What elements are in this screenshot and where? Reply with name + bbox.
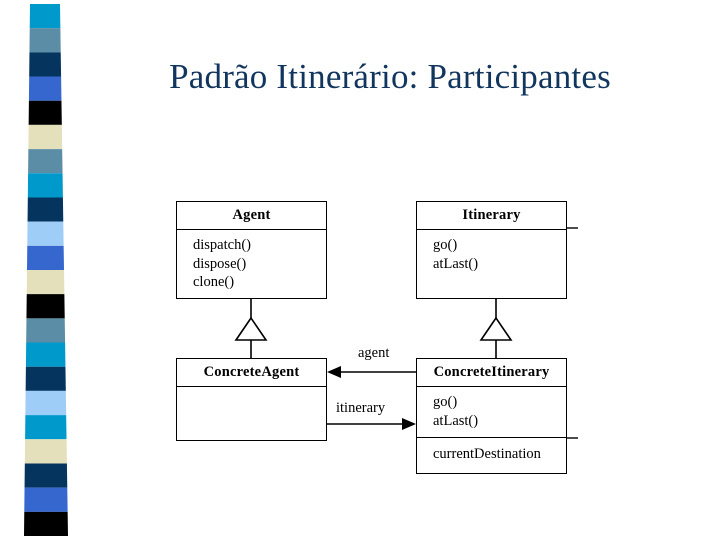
stripe-band (24, 511, 68, 536)
generalization-concreteitinerary-itinerary (479, 299, 513, 358)
uml-class-itinerary[interactable]: Itinerary go() atLast() (416, 201, 567, 299)
stripe-band (27, 245, 64, 270)
stripe-band (25, 415, 67, 440)
member-item: dispose() (193, 255, 247, 272)
class-name-agent: Agent (177, 202, 326, 229)
stripe-band (28, 149, 63, 174)
uml-class-agent[interactable]: Agent dispatch() dispose() clone() (176, 201, 327, 299)
stripe-band (25, 342, 66, 367)
class-members-concreteagent (177, 386, 326, 440)
page-title: Padrão Itinerário: Participantes (169, 57, 611, 96)
class-name-concreteitinerary: ConcreteItinerary (417, 359, 566, 386)
stripe-band (24, 439, 67, 464)
stripe-band (28, 76, 62, 101)
stripe-band (29, 4, 61, 29)
stripe-band (27, 197, 64, 222)
stripe-band (24, 463, 68, 488)
stripe-band (25, 390, 67, 416)
member-item: atLast() (433, 255, 479, 272)
association-label-itinerary: itinerary (336, 400, 386, 416)
uml-class-concreteitinerary[interactable]: ConcreteItinerary go() atLast() currentD… (416, 358, 567, 474)
generalization-concreteagent-agent (234, 299, 268, 358)
association-label-agent: agent (358, 345, 390, 361)
association-agent (327, 366, 416, 378)
member-item: atLast() (433, 412, 479, 429)
stripe-band (26, 294, 65, 319)
stripe-band (26, 270, 65, 295)
stripe-band (29, 28, 61, 53)
class-members-itinerary: go() atLast() (417, 229, 566, 298)
member-item: clone() (193, 274, 235, 290)
stripe-band (28, 100, 62, 125)
class-attribute-concreteitinerary: currentDestination (417, 437, 566, 472)
class-members-agent: dispatch() dispose() clone() (177, 229, 326, 298)
stripe-band (29, 52, 62, 77)
uml-class-concreteagent[interactable]: ConcreteAgent (176, 358, 327, 441)
class-members-concreteitinerary: go() atLast() (417, 386, 566, 437)
class-name-itinerary: Itinerary (417, 202, 566, 229)
association-itinerary (327, 418, 416, 430)
stripe-band (24, 487, 68, 512)
stripe-band (25, 366, 66, 391)
member-item: go() (433, 394, 458, 410)
left-color-stripe (24, 4, 68, 536)
stripe-band (26, 318, 66, 343)
member-item: dispatch() (193, 237, 251, 253)
member-item: go() (433, 237, 458, 253)
stripe-band (27, 221, 64, 246)
class-name-concreteagent: ConcreteAgent (177, 359, 326, 386)
stripe-band (27, 173, 63, 198)
stripe-band (28, 124, 63, 150)
